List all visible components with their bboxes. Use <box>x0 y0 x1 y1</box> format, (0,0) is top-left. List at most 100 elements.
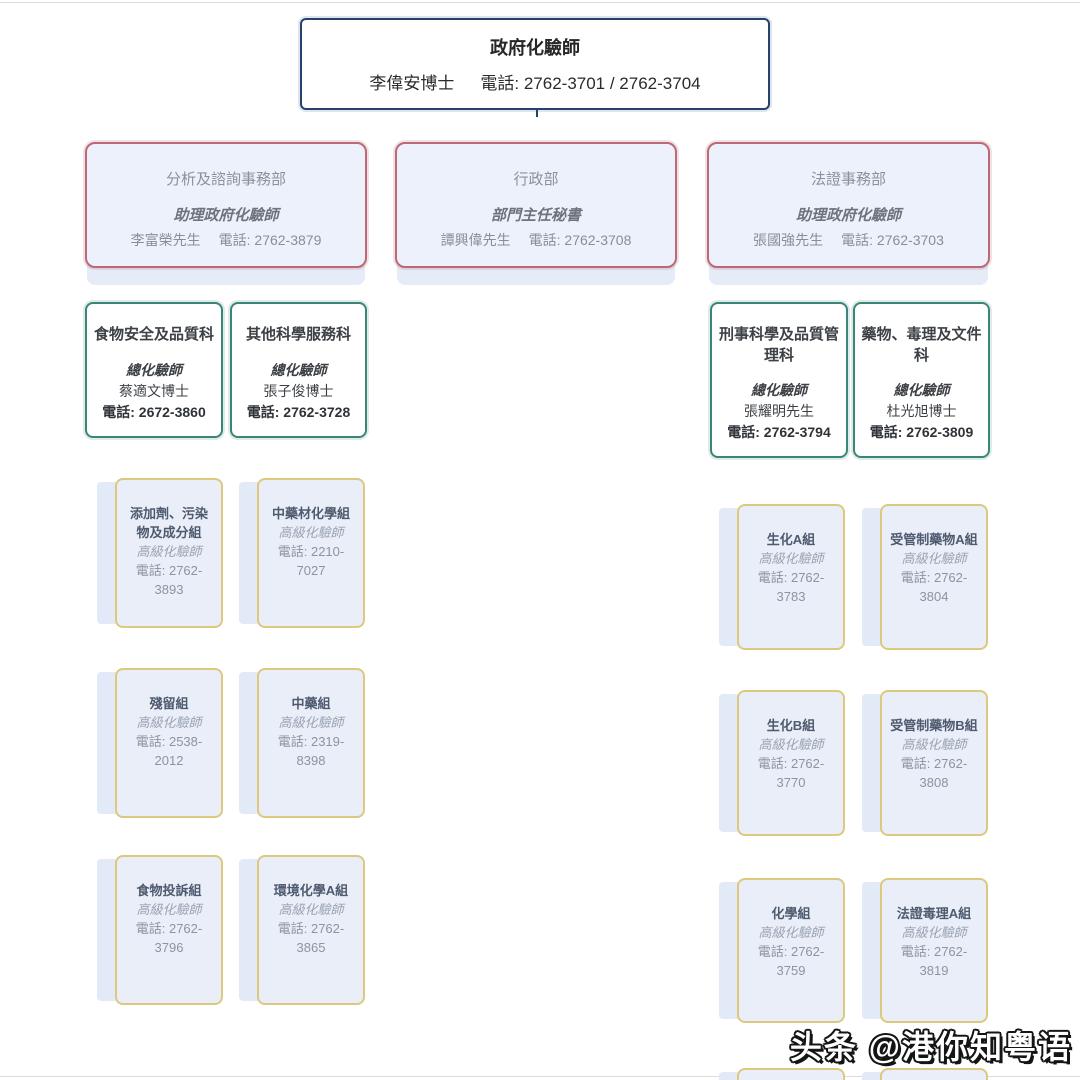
unit-controlled-drugs-a: 受管制藥物A組 高級化驗師 電話: 2762-3804 <box>880 504 988 650</box>
section-detail: 總化驗師 張耀明先生 電話: 2762-3794 <box>716 380 842 443</box>
unit-phone: 電話: 2762-3804 <box>900 570 968 604</box>
dept-title: 法證事務部 <box>810 171 886 188</box>
page-top-rule <box>0 2 1080 3</box>
unit-title: 添加劑、污染物及成分組 <box>129 506 208 540</box>
dept-person-name: 李富榮先生 <box>130 232 201 248</box>
unit-role: 高級化驗師 <box>901 737 967 752</box>
unit-role: 高級化驗師 <box>901 551 967 566</box>
dept-phone: 電話: 2762-3879 <box>218 232 322 248</box>
connector-stub <box>536 110 538 117</box>
section-title: 刑事科學及品質管理科 <box>718 326 839 364</box>
unit-biochemistry-a: 生化A組 高級化驗師 電話: 2762-3783 <box>737 504 845 650</box>
unit-title: 受管制藥物A組 <box>890 532 978 547</box>
section-detail: 總化驗師 張子俊博士 電話: 2762-3728 <box>236 360 361 423</box>
dept-role: 助理政府化驗師 <box>173 207 279 224</box>
unit-title: 法證毒理A組 <box>896 906 972 921</box>
unit-phone: 電話: 2319-8398 <box>277 734 345 768</box>
unit-title: 中藥材化學組 <box>271 506 350 521</box>
unit-role: 高級化驗師 <box>136 544 202 559</box>
dept-analytical-advisory: 分析及諮詢事務部 助理政府化驗師 李富榮先生 電話: 2762-3879 <box>85 142 367 268</box>
node-phone: 電話: 2762-3701 / 2762-3704 <box>480 74 701 93</box>
unit-phone: 電話: 2762-3783 <box>757 570 825 604</box>
unit-phone: 電話: 2762-3759 <box>757 944 825 978</box>
page-bottom-rule <box>0 1076 1080 1077</box>
dept-role: 助理政府化驗師 <box>795 207 901 224</box>
section-role: 總化驗師 <box>751 382 807 398</box>
section-person-name: 張子俊博士 <box>263 383 334 399</box>
section-title: 藥物、毒理及文件科 <box>861 326 982 364</box>
unit-role: 高級化驗師 <box>758 551 824 566</box>
unit-phone: 電話: 2210-7027 <box>277 544 345 578</box>
section-other-scientific-services: 其他科學服務科 總化驗師 張子俊博士 電話: 2762-3728 <box>230 302 367 438</box>
dept-detail-line: 李富榮先生 電話: 2762-3879 <box>97 230 355 250</box>
dept-role: 部門主任秘書 <box>490 207 581 224</box>
unit-residues: 殘留組 高級化驗師 電話: 2538-2012 <box>115 668 223 818</box>
node-title: 政府化驗師 <box>490 38 580 58</box>
section-drugs-toxicology-documents: 藥物、毒理及文件科 總化驗師 杜光旭博士 電話: 2762-3809 <box>853 302 990 458</box>
section-title: 其他科學服務科 <box>245 326 351 343</box>
unit-chemistry: 化學組 高級化驗師 電話: 2762-3759 <box>737 878 845 1023</box>
unit-food-complaints: 食物投訴組 高級化驗師 電話: 2762-3796 <box>115 855 223 1005</box>
section-phone: 電話: 2762-3728 <box>246 404 351 420</box>
section-role: 總化驗師 <box>893 382 950 398</box>
unit-role: 高級化驗師 <box>278 902 344 917</box>
unit-phone: 電話: 2762-3865 <box>277 921 345 955</box>
dept-person-name: 張國強先生 <box>753 232 824 248</box>
node-person-name: 李偉安博士 <box>369 74 455 93</box>
unit-environmental-chemistry-a: 環境化學A組 高級化驗師 電話: 2762-3865 <box>257 855 365 1005</box>
section-detail: 總化驗師 杜光旭博士 電話: 2762-3809 <box>859 380 984 443</box>
dept-title: 行政部 <box>513 171 559 188</box>
unit-title: 殘留組 <box>149 696 189 711</box>
unit-forensic-toxicology-a: 法證毒理A組 高級化驗師 電話: 2762-3819 <box>880 878 988 1023</box>
dept-forensic: 法證事務部 助理政府化驗師 張國強先生 電話: 2762-3703 <box>707 142 990 268</box>
dept-phone: 電話: 2762-3703 <box>841 232 944 248</box>
unit-role: 高級化驗師 <box>758 737 824 752</box>
section-person-name: 蔡適文博士 <box>119 383 189 399</box>
section-food-safety-quality: 食物安全及品質科 總化驗師 蔡適文博士 電話: 2672-3860 <box>85 302 223 438</box>
unit-phone: 電話: 2538-2012 <box>135 734 203 768</box>
unit-role: 高級化驗師 <box>278 715 344 730</box>
unit-title: 化學組 <box>771 906 811 921</box>
unit-role: 高級化驗師 <box>136 902 202 917</box>
dept-administration: 行政部 部門主任秘書 譚興偉先生 電話: 2762-3708 <box>395 142 677 268</box>
dept-phone: 電話: 2762-3708 <box>528 232 632 248</box>
unit-title: 受管制藥物B組 <box>890 718 978 733</box>
dept-detail: 助理政府化驗師 李富榮先生 電話: 2762-3879 <box>97 204 355 250</box>
unit-role: 高級化驗師 <box>278 525 344 540</box>
dept-detail-line: 譚興偉先生 電話: 2762-3708 <box>407 230 665 250</box>
section-phone: 電話: 2762-3794 <box>727 424 831 440</box>
unit-role: 高級化驗師 <box>758 925 824 940</box>
section-forensic-science-quality-management: 刑事科學及品質管理科 總化驗師 張耀明先生 電話: 2762-3794 <box>710 302 848 458</box>
unit-title: 中藥組 <box>291 696 331 711</box>
unit-biochemistry-b: 生化B組 高級化驗師 電話: 2762-3770 <box>737 690 845 836</box>
section-detail: 總化驗師 蔡適文博士 電話: 2672-3860 <box>91 360 217 423</box>
unit-phone: 電話: 2762-3770 <box>757 756 825 790</box>
unit-chinese-medicines-chemistry: 中藥材化學組 高級化驗師 電話: 2210-7027 <box>257 478 365 628</box>
unit-additives-contaminants-composition: 添加劑、污染物及成分組 高級化驗師 電話: 2762-3893 <box>115 478 223 628</box>
dept-detail: 部門主任秘書 譚興偉先生 電話: 2762-3708 <box>407 204 665 250</box>
unit-phone: 電話: 2762-3893 <box>135 563 203 597</box>
unit-controlled-drugs-b: 受管制藥物B組 高級化驗師 電話: 2762-3808 <box>880 690 988 836</box>
unit-title: 環境化學A組 <box>273 883 349 898</box>
section-title: 食物安全及品質科 <box>93 326 214 343</box>
unit-title: 生化A組 <box>766 532 816 547</box>
unit-title: 食物投訴組 <box>136 883 202 898</box>
unit-title: 生化B組 <box>766 718 816 733</box>
section-person-name: 張耀明先生 <box>744 403 814 419</box>
unit-role: 高級化驗師 <box>901 925 967 940</box>
unit-phone: 電話: 2762-3819 <box>900 944 968 978</box>
unit-chinese-medicines: 中藥組 高級化驗師 電話: 2319-8398 <box>257 668 365 818</box>
section-phone: 電話: 2762-3809 <box>869 424 974 440</box>
unit-phone: 電話: 2762-3796 <box>135 921 203 955</box>
dept-person-name: 譚興偉先生 <box>440 232 511 248</box>
unit-role: 高級化驗師 <box>136 715 202 730</box>
unit-partial-clipped <box>737 1068 845 1080</box>
dept-detail-line: 張國強先生 電話: 2762-3703 <box>719 230 978 250</box>
node-detail-line: 李偉安博士 電話: 2762-3701 / 2762-3704 <box>302 69 768 94</box>
unit-partial-clipped <box>880 1068 988 1080</box>
dept-title: 分析及諮詢事務部 <box>165 171 286 188</box>
node-government-chemist: 政府化驗師 李偉安博士 電話: 2762-3701 / 2762-3704 <box>300 18 770 110</box>
dept-detail: 助理政府化驗師 張國強先生 電話: 2762-3703 <box>719 204 978 250</box>
section-role: 總化驗師 <box>270 362 327 378</box>
